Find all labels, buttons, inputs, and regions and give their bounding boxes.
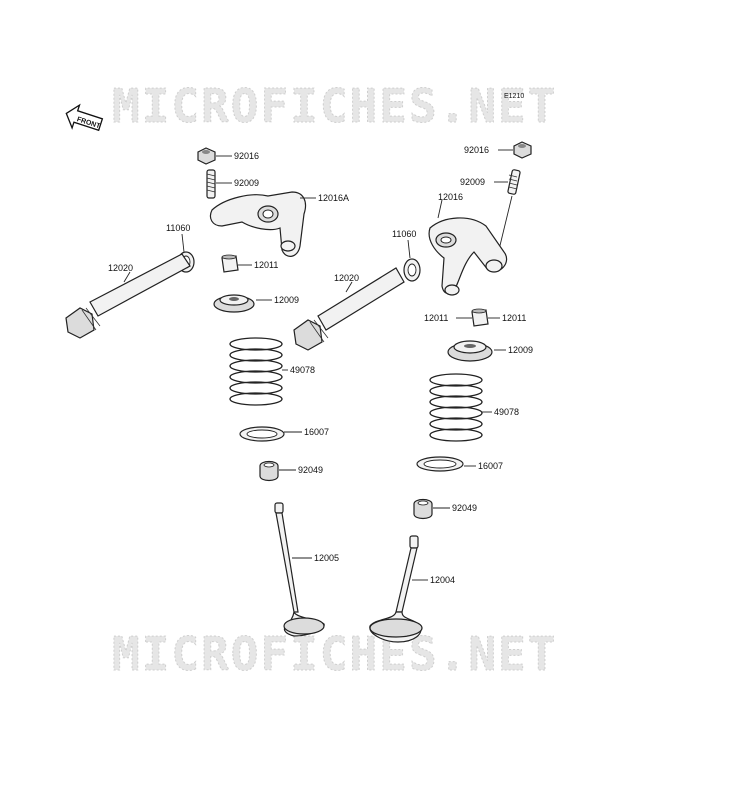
slipper-12011-right bbox=[471, 308, 489, 327]
label-11060-right: 11060 bbox=[392, 229, 416, 239]
rocker-shaft-12020-right bbox=[293, 267, 405, 351]
spring-seat-16007-right bbox=[416, 456, 464, 472]
label-12004: 12004 bbox=[430, 575, 455, 585]
label-16007-right: 16007 bbox=[478, 461, 503, 471]
nut-92016-left bbox=[197, 147, 216, 165]
watermark-top: MICROFICHES.NET bbox=[112, 79, 557, 133]
label-12009-right: 12009 bbox=[508, 345, 533, 355]
rocker-shaft-12020-left bbox=[65, 253, 191, 339]
label-12005: 12005 bbox=[314, 553, 339, 563]
label-92016-right: 92016 bbox=[464, 145, 489, 155]
label-49078-left: 49078 bbox=[290, 365, 315, 375]
front-arrow-icon: FRONT bbox=[65, 103, 104, 132]
label-12020-right: 12020 bbox=[334, 273, 359, 283]
rocker-arm-12016A bbox=[209, 191, 307, 257]
label-12011-right-a: 12011 bbox=[424, 313, 448, 323]
label-12016: 12016 bbox=[438, 192, 463, 202]
valve-spring-49078-left bbox=[229, 337, 283, 406]
label-12009-left: 12009 bbox=[274, 295, 299, 305]
label-12011-right-b: 12011 bbox=[502, 313, 526, 323]
label-92049-left: 92049 bbox=[298, 465, 323, 475]
nut-92016-right bbox=[513, 141, 532, 159]
slipper-12011-left bbox=[221, 254, 239, 273]
label-92009-left: 92009 bbox=[234, 178, 259, 188]
valve-seal-92049-right bbox=[413, 498, 433, 520]
retainer-12009-right bbox=[447, 340, 493, 362]
label-12011-left: 12011 bbox=[254, 260, 278, 270]
rocker-arm-12016 bbox=[428, 217, 508, 296]
label-11060-left: 11060 bbox=[166, 223, 190, 233]
label-12016A: 12016A bbox=[318, 193, 349, 203]
watermark-bottom: MICROFICHES.NET bbox=[112, 627, 557, 681]
adjusting-screw-92009-right bbox=[507, 169, 521, 195]
retainer-12009-left bbox=[213, 294, 255, 313]
label-16007-left: 16007 bbox=[304, 427, 329, 437]
valve-spring-49078-right bbox=[429, 373, 483, 442]
label-92049-right: 92049 bbox=[452, 503, 477, 513]
label-49078-right: 49078 bbox=[494, 407, 519, 417]
valve-12005 bbox=[274, 502, 325, 637]
label-12020-left: 12020 bbox=[108, 263, 133, 273]
label-92009-right: 92009 bbox=[460, 177, 485, 187]
valve-12004 bbox=[369, 535, 423, 643]
spring-seat-16007-left bbox=[239, 426, 285, 442]
diagram-code: E1210 bbox=[504, 93, 524, 100]
washer-11060-right bbox=[403, 258, 421, 282]
valve-seal-92049-left bbox=[259, 460, 279, 482]
label-92016-left: 92016 bbox=[234, 151, 259, 161]
adjusting-screw-92009-left bbox=[206, 169, 216, 199]
